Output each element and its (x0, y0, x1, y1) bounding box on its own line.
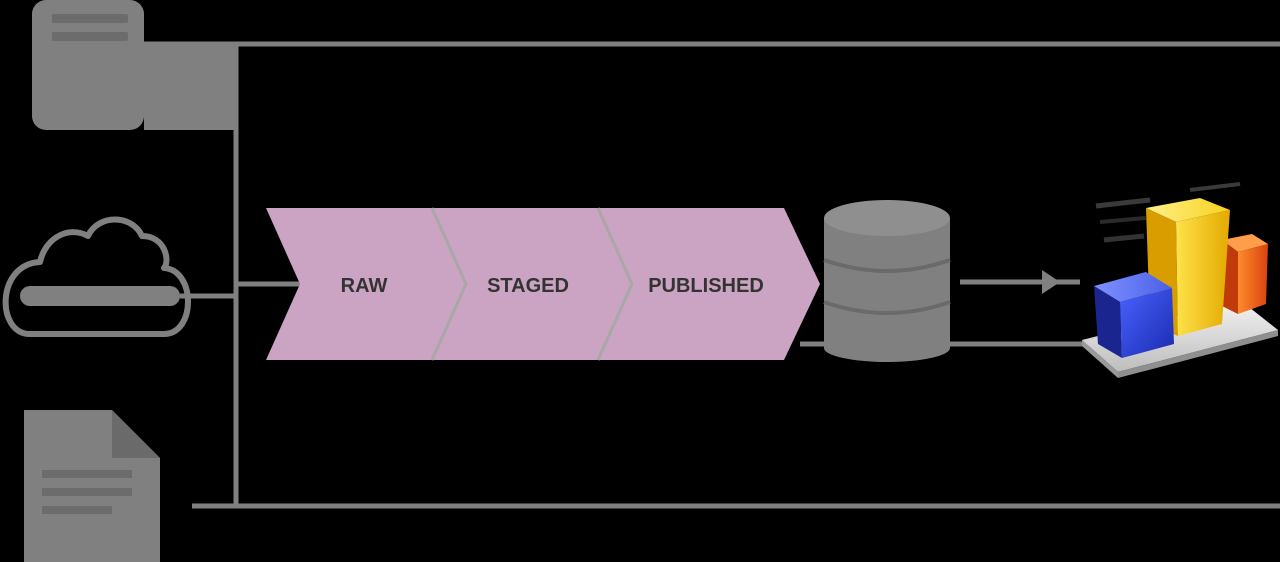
stage-raw-label: RAW (341, 275, 388, 297)
database-icon (823, 200, 951, 362)
stage-published (598, 208, 820, 360)
stage-divider (430, 207, 468, 361)
document-icon (24, 410, 160, 562)
source-connector-lines (144, 41, 1280, 509)
bar-chart-icon (1082, 182, 1278, 378)
database-to-chart-connector (950, 270, 1090, 347)
stage-published-label: PUBLISHED (648, 275, 764, 297)
cloud-icon (2, 216, 191, 337)
stage-raw (266, 208, 466, 360)
stage-staged (432, 208, 632, 360)
server-icon (32, 0, 236, 130)
pipeline: RAW STAGED PUBLISHED (266, 207, 820, 361)
stage-staged-label: STAGED (487, 275, 569, 297)
stage-divider (596, 207, 634, 361)
